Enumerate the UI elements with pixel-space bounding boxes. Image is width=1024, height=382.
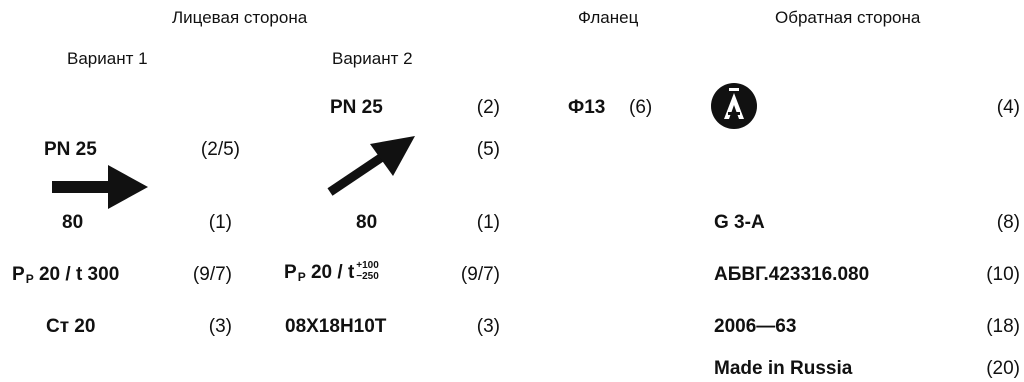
back-origin: Made in Russia (714, 358, 853, 379)
back-code: G 3-A (714, 212, 765, 233)
variant2-pressure-ref: (9/7) (460, 264, 500, 285)
back-designation: АБВГ.423316.080 (714, 264, 870, 285)
variant1-title: Вариант 1 (67, 49, 148, 68)
back-year-ref: (18) (986, 316, 1020, 337)
variant1-dn-ref: (1) (208, 212, 232, 233)
horizontal-arrow-icon (52, 165, 148, 209)
header-face-side: Лицевая сторона (172, 8, 308, 27)
back-code-ref: (8) (996, 212, 1020, 233)
variant1-material: Ст 20 (46, 316, 96, 337)
logo-ref: (4) (996, 97, 1020, 118)
variant1-pn: PN 25 (44, 139, 97, 160)
variant1-material-ref: (3) (208, 316, 232, 337)
flange-size: Ф13 (568, 97, 606, 118)
variant2-dn-ref: (1) (476, 212, 500, 233)
variant1-pressure-temperature: PP 20 / t 300 (12, 264, 120, 286)
variant2-title: Вариант 2 (332, 49, 413, 68)
variant1-dn: 80 (62, 212, 84, 233)
variant2-material-ref: (3) (476, 316, 500, 337)
back-designation-ref: (10) (986, 264, 1020, 285)
variant2-arrow-ref: (5) (476, 139, 500, 160)
variant1-pressure-ref: (9/7) (192, 264, 232, 285)
variant1-pn-ref: (2/5) (200, 139, 240, 160)
flange-size-ref: (6) (629, 97, 653, 118)
variant2-pressure-temperature: PP 20 / t+100−250 (284, 260, 379, 285)
temperature-tolerance: +100−250 (356, 260, 379, 282)
back-origin-ref: (20) (986, 358, 1020, 379)
variant2-pn-ref: (2) (476, 97, 500, 118)
diagonal-arrow-icon (327, 136, 415, 196)
manufacturer-logo-icon (711, 83, 757, 129)
header-flange: Фланец (578, 8, 639, 27)
header-back-side: Обратная сторона (775, 8, 921, 27)
back-year: 2006—63 (714, 316, 797, 337)
variant2-pn: PN 25 (330, 97, 383, 118)
variant2-material: 08Х18Н10Т (285, 316, 387, 337)
variant2-dn: 80 (356, 212, 378, 233)
